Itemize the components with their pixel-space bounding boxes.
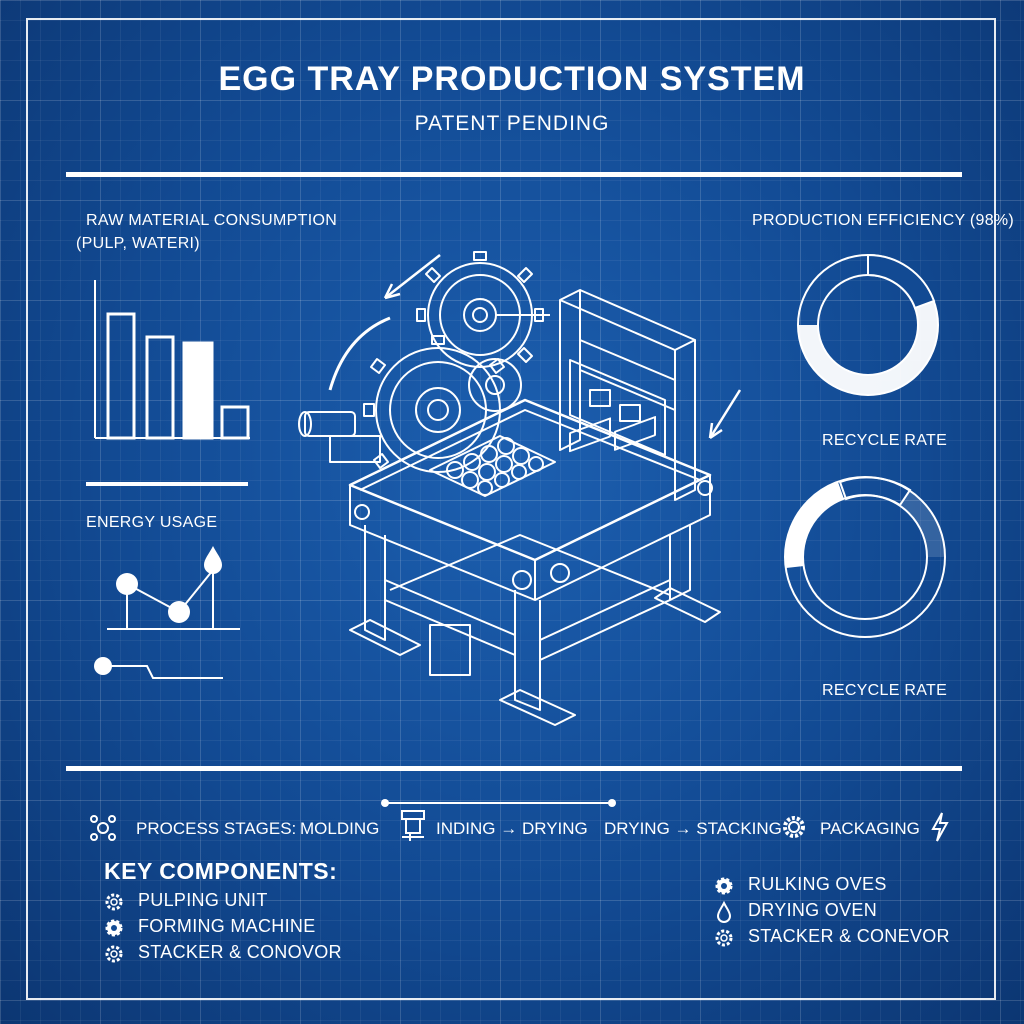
bottom-divider bbox=[66, 766, 962, 771]
bar-2 bbox=[145, 335, 175, 440]
gear-icon bbox=[780, 813, 808, 846]
raw-material-subtitle: (PULP, WATERI) bbox=[76, 235, 200, 252]
stage-molding: MOLDING bbox=[300, 819, 380, 838]
energy-point-2 bbox=[168, 601, 190, 623]
recycle-donut bbox=[784, 476, 946, 638]
stage-inding-drying: INDING → DRYING bbox=[436, 819, 588, 838]
component-stacker-conovor: STACKER & CONOVOR bbox=[138, 942, 342, 962]
gear-icon bbox=[104, 918, 124, 943]
page-title: EGG TRAY PRODUCTION SYSTEM bbox=[218, 60, 806, 98]
nodes-icon bbox=[90, 815, 116, 846]
lightning-icon bbox=[930, 811, 950, 848]
energy-point-1 bbox=[116, 573, 138, 595]
bar-4 bbox=[220, 405, 250, 440]
component-drying-oven: DRYING OVEN bbox=[748, 900, 877, 920]
bar-1 bbox=[106, 312, 136, 440]
component-pulping-unit: PULPING UNIT bbox=[138, 890, 268, 910]
egg-tray-machine-illustration bbox=[298, 251, 742, 726]
gear-icon bbox=[104, 944, 124, 969]
left-divider bbox=[86, 482, 248, 486]
component-stacker-conevor: STACKER & CONEVOR bbox=[748, 926, 950, 946]
recycle-rate-label-2: RECYCLE RATE bbox=[822, 682, 948, 699]
droplet-icon bbox=[716, 900, 732, 927]
raw-material-title: RAW MATERIAL CONSUMPTION bbox=[86, 212, 338, 229]
gear-icon bbox=[104, 892, 124, 917]
machine-icon bbox=[398, 809, 428, 848]
top-divider bbox=[66, 172, 962, 177]
page-subtitle: PATENT PENDING bbox=[414, 112, 610, 135]
energy-usage-chart bbox=[94, 546, 240, 679]
efficiency-donut bbox=[797, 253, 939, 396]
stage-packaging: PACKAGING bbox=[820, 819, 920, 838]
raw-material-bar-chart bbox=[94, 280, 250, 440]
recycle-rate-label-1: RECYCLE RATE bbox=[822, 432, 948, 449]
process-stages-label: PROCESS STAGES: bbox=[136, 819, 297, 838]
key-components-title: KEY COMPONENTS: bbox=[104, 858, 338, 884]
bar-3 bbox=[182, 341, 214, 440]
component-forming-machine: FORMING MACHINE bbox=[138, 916, 316, 936]
blueprint-frame bbox=[26, 18, 996, 1000]
gear-icon bbox=[714, 928, 734, 953]
component-rulking-oves: RULKING OVES bbox=[748, 874, 887, 894]
energy-point-3 bbox=[94, 657, 112, 675]
stage-drying-stacking: DRYING → STACKING bbox=[604, 819, 782, 838]
gear-icon bbox=[714, 876, 734, 901]
energy-droplet-icon bbox=[204, 546, 222, 574]
efficiency-title: PRODUCTION EFFICIENCY (98%) bbox=[752, 212, 1015, 229]
energy-usage-title: ENERGY USAGE bbox=[86, 514, 218, 531]
process-connector-line bbox=[381, 799, 616, 807]
